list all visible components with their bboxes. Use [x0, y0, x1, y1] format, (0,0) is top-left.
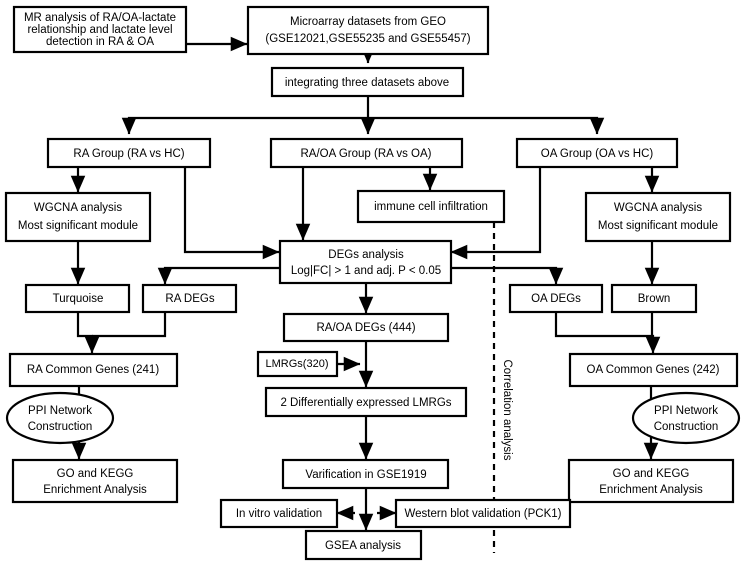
node-immune-line-0: immune cell infiltration: [374, 201, 488, 213]
node-integrating-line-0: integrating three datasets above: [285, 77, 449, 89]
edge-turquoise-to-ra-common: [76, 312, 100, 354]
node-mr-analysis-line-2: detection in RA & OA: [46, 36, 154, 48]
node-oa-common-genes: [568, 352, 739, 388]
edge-ra-degs-to-ra-common: [92, 312, 167, 338]
node-gsea-line-0: GSEA analysis: [325, 540, 401, 552]
node-go-kegg-right: [567, 458, 735, 504]
node-go-kegg-right-line-0: GO and KEGG: [613, 468, 690, 480]
node-ppi-left-line-1: Construction: [28, 421, 93, 433]
node-raoa-group-line-0: RA/OA Group (RA vs OA): [300, 148, 431, 160]
node-ppi-left-line-0: PPI Network: [28, 405, 92, 417]
edge-integrating-to-ra-group: [121, 96, 370, 135]
node-oa-degs-line-0: OA DEGs: [531, 293, 581, 305]
node-ra-common-line-0: RA Common Genes (241): [27, 364, 159, 376]
node-wgcna-analysis-left: [4, 191, 152, 243]
node-degs-analysis: [278, 239, 453, 285]
node-in-vitro-line-0: In vitro validation: [236, 508, 322, 520]
node-go-kegg-left-line-1: Enrichment Analysis: [43, 484, 147, 496]
node-ra-group: [46, 137, 212, 169]
node-oa-degs: [508, 283, 604, 314]
node-wgcna-right-line-1: Most significant module: [598, 220, 718, 232]
node-brown-line-0: Brown: [638, 293, 671, 305]
edge-integrating-to-oa-group: [368, 116, 605, 135]
node-western-blot-line-0: Western blot validation (PCK1): [404, 508, 561, 520]
node-mr-analysis: [12, 5, 188, 54]
node-oa-group: [515, 137, 679, 169]
node-western-blot-validation: [394, 498, 572, 529]
edge-ra-group-to-degs: [183, 167, 280, 260]
node-lmrgs: [256, 350, 339, 378]
node-varification-gse1919: [281, 458, 450, 490]
node-brown: [610, 283, 698, 314]
node-turquoise-line-0: Turquoise: [53, 293, 104, 305]
node-diff-lmrgs-line-0: 2 Differentially expressed LMRGs: [280, 397, 451, 409]
edge-oa-group-to-degs: [450, 167, 542, 260]
node-diff-expressed-lmrgs: [264, 386, 468, 418]
node-degs-analysis-line-1: Log|FC| > 1 and adj. P < 0.05: [291, 265, 441, 277]
node-go-kegg-left: [11, 458, 179, 504]
node-ppi-network-right: [631, 391, 741, 445]
node-microarray-line-0: Microarray datasets from GEO: [290, 16, 446, 28]
node-wgcna-right-line-0: WGCNA analysis: [614, 202, 702, 214]
node-varification-line-0: Varification in GSE1919: [305, 469, 426, 481]
node-mr-analysis-line-1: relationship and lactate level: [27, 24, 172, 36]
node-oa-common-line-0: OA Common Genes (242): [587, 364, 720, 376]
node-microarray-datasets: [246, 5, 490, 56]
edge-degs-to-ra-degs: [157, 266, 279, 285]
node-ra-common-genes: [8, 352, 179, 388]
node-gsea-analysis: [304, 529, 423, 561]
node-wgcna-left-line-1: Most significant module: [18, 220, 138, 232]
node-oa-group-line-0: OA Group (OA vs HC): [541, 148, 654, 160]
node-lmrgs-line-0: LMRGs(320): [266, 358, 329, 370]
node-turquoise: [24, 283, 131, 314]
node-immune-cell-infiltration: [356, 189, 506, 224]
edge-degs-to-oa-degs: [451, 266, 564, 285]
node-ra-degs-line-0: RA DEGs: [165, 293, 214, 305]
node-wgcna-left-line-0: WGCNA analysis: [34, 202, 122, 214]
node-mr-analysis-line-0: MR analysis of RA/OA-lactate: [24, 12, 176, 24]
node-ppi-right-line-1: Construction: [654, 421, 719, 433]
node-raoa-degs: [282, 312, 450, 343]
node-go-kegg-left-line-0: GO and KEGG: [57, 468, 134, 480]
node-raoa-degs-line-0: RA/OA DEGs (444): [316, 322, 415, 334]
node-ppi-network-left: [5, 391, 115, 445]
edge-oa-degs-to-oa-common: [554, 312, 661, 354]
node-degs-analysis-line-0: DEGs analysis: [328, 249, 404, 261]
node-go-kegg-right-line-1: Enrichment Analysis: [599, 484, 703, 496]
node-ppi-right-line-0: PPI Network: [654, 405, 718, 417]
node-wgcna-analysis-right: [584, 191, 732, 243]
node-microarray-line-1: (GSE12021,GSE55235 and GSE55457): [265, 33, 470, 45]
node-ra-degs: [141, 283, 238, 314]
node-ra-group-line-0: RA Group (RA vs HC): [73, 148, 184, 160]
node-raoa-group: [269, 137, 464, 169]
node-integrating-datasets: [270, 66, 465, 98]
label-correlation-analysis: Correlation analysis: [501, 360, 513, 461]
node-in-vitro-validation: [219, 498, 339, 529]
